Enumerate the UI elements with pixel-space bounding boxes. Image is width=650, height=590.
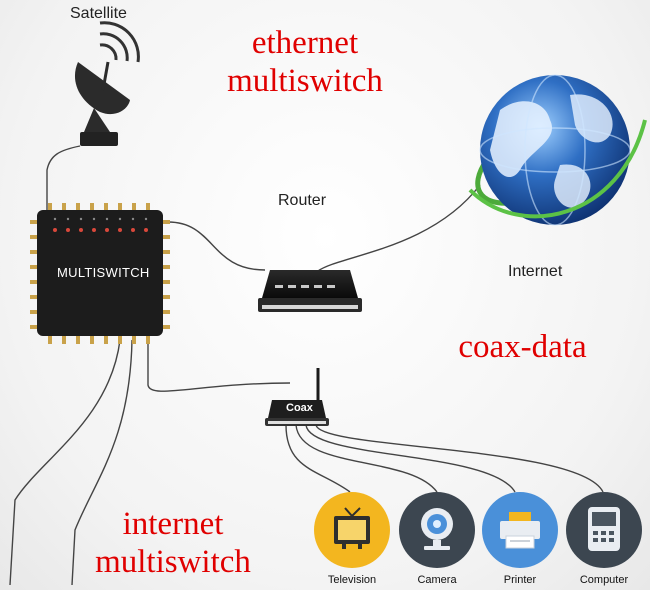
coax-label: Coax: [286, 402, 313, 414]
left-cable-1: [9, 339, 121, 586]
satellite-label: Satellite: [70, 5, 127, 22]
television-icon: [314, 492, 390, 568]
router-label: Router: [278, 192, 327, 209]
printer-label: Printer: [503, 574, 537, 586]
satellite-cable: [46, 145, 81, 210]
internet-multiswitch-annotation: internet multiswitch: [68, 505, 278, 581]
multiswitch-device: [30, 203, 170, 344]
internet-label: Internet: [508, 263, 563, 280]
computer-cable: [315, 424, 604, 493]
multiswitch-label: MULTISWITCH: [57, 265, 150, 280]
internet-cable: [317, 184, 481, 272]
left-cable-2: [71, 339, 133, 586]
annotation-line: multiswitch: [95, 544, 251, 580]
coax-device: [265, 368, 329, 426]
satellite-dish-icon: [74, 21, 140, 146]
coax-data-annotation: coax-data: [458, 329, 587, 365]
computer-icon: [566, 492, 642, 568]
tv-cable: [285, 424, 351, 493]
globe-icon: [468, 74, 647, 226]
computer-label: Computer: [579, 574, 629, 586]
annotation-line: multiswitch: [227, 63, 383, 99]
annotation-line: ethernet: [251, 25, 359, 61]
camera-cable: [295, 424, 438, 493]
router-cable: [167, 221, 266, 271]
cables: [9, 145, 604, 586]
printer-cable: [305, 424, 516, 493]
coax-cable: [147, 340, 291, 392]
printer-icon: [482, 492, 558, 568]
router-device: [258, 270, 362, 312]
ethernet-multiswitch-annotation: ethernet multiswitch: [200, 24, 410, 100]
camera-label: Camera: [417, 574, 457, 586]
television-label: Television: [327, 574, 377, 586]
annotation-line: internet: [122, 506, 224, 542]
camera-icon: [399, 492, 475, 568]
